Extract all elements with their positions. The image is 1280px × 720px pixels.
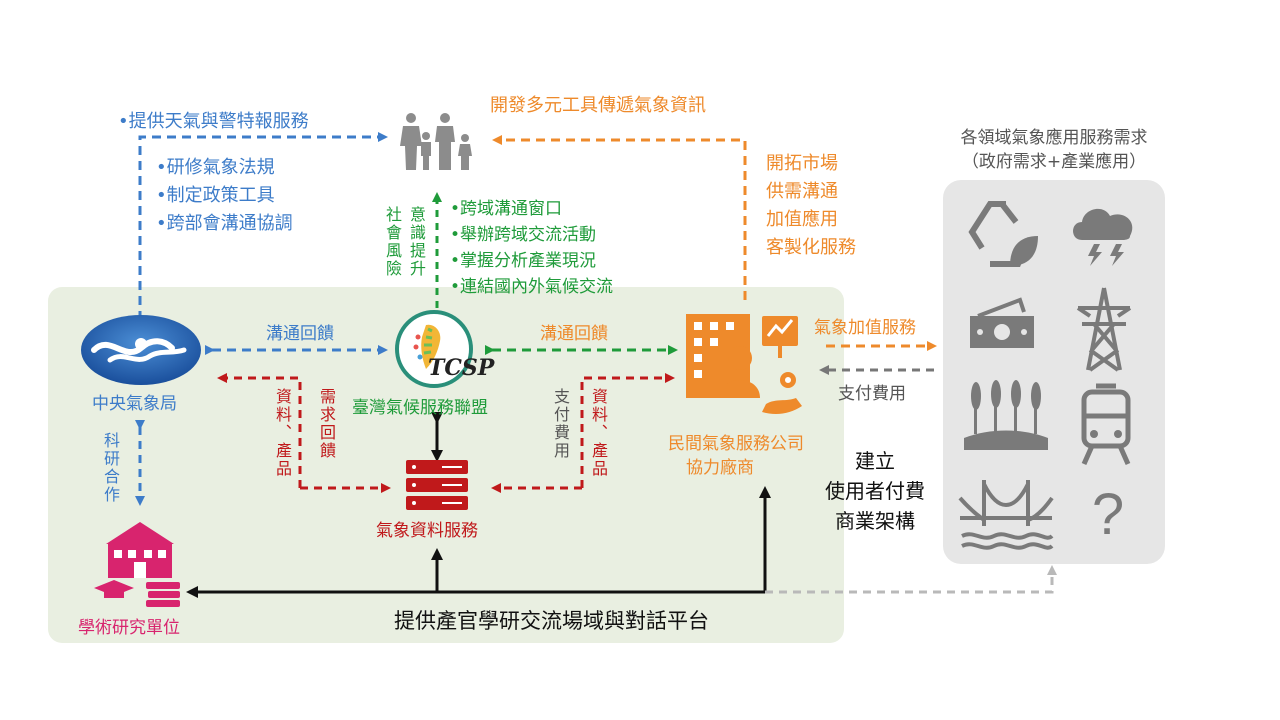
alliance-task-item: •跨域溝通窗口 bbox=[450, 199, 563, 219]
alliance-task-item: •掌握分析產業現況 bbox=[450, 251, 597, 271]
wheat-icon bbox=[960, 376, 1052, 456]
tcsp-logo-text: TCSP bbox=[428, 355, 495, 381]
alliance-task-item: •舉辦跨域交流活動 bbox=[450, 225, 597, 245]
data-products-right-label: 資料、產品 bbox=[589, 388, 608, 478]
market-item: 加值應用 bbox=[766, 209, 838, 230]
demand-feedback-label: 需求回饋 bbox=[317, 388, 336, 460]
school-icon bbox=[94, 522, 180, 607]
market-item: 客製化服務 bbox=[766, 237, 856, 258]
data-service-label: 氣象資料服務 bbox=[376, 521, 478, 541]
market-item: 開拓市場 bbox=[766, 153, 838, 174]
cwb-label: 中央氣象局 bbox=[92, 394, 177, 414]
feedback-left-label: 溝通回饋 bbox=[266, 324, 334, 344]
social-label-col2: 意識提升 bbox=[407, 206, 426, 278]
bridge-icon bbox=[958, 474, 1054, 554]
sector-demand-subtitle: （政府需求+產業應用） bbox=[961, 152, 1147, 172]
academic-label: 學術研究單位 bbox=[78, 618, 180, 638]
data-products-left-label: 資料、產品 bbox=[273, 388, 292, 478]
recycle-leaf-icon bbox=[962, 196, 1042, 276]
server-icon bbox=[406, 460, 468, 510]
user-pay-block: 建立 使用者付費 商業架構 bbox=[800, 446, 950, 536]
company-icon bbox=[686, 314, 802, 414]
regulation-item: •制定政策工具 bbox=[156, 185, 275, 206]
alliance-task-list: •跨域溝通窗口 •舉辦跨域交流活動 •掌握分析產業現況 •連結國內外氣候交流 bbox=[450, 196, 613, 300]
social-label-col1: 社會風險 bbox=[383, 206, 402, 278]
storm-cloud-icon bbox=[1064, 196, 1144, 276]
private-company-label: 民間氣象服務公司 bbox=[668, 434, 804, 454]
market-list: 開拓市場 供需溝通 加值應用 客製化服務 bbox=[766, 150, 856, 262]
train-icon bbox=[1074, 382, 1138, 468]
power-tower-icon bbox=[1064, 284, 1144, 374]
money-icon bbox=[962, 290, 1042, 370]
user-pay-line: 使用者付費 bbox=[825, 479, 925, 503]
regulation-item: •研修氣象法規 bbox=[156, 157, 275, 178]
regulation-item: •跨部會溝通協調 bbox=[156, 213, 293, 234]
platform-label: 提供產官學研交流場域與對話平台 bbox=[394, 609, 709, 633]
question-icon: ? bbox=[1091, 482, 1125, 547]
tcsp-logo-icon: TCSP bbox=[394, 307, 494, 391]
family-icon bbox=[400, 113, 472, 170]
pay-fee-label: 支付費用 bbox=[838, 384, 906, 404]
tcsp-label: 臺灣氣候服務聯盟 bbox=[352, 398, 488, 418]
alliance-task-item: •連結國內外氣候交流 bbox=[450, 277, 614, 297]
research-coop-label: 科研合作 bbox=[101, 432, 120, 504]
cwb-logo-icon bbox=[81, 315, 201, 385]
partner-label: 協力廠商 bbox=[686, 458, 754, 478]
weather-service-label: •提供天氣與警特報服務 bbox=[118, 111, 309, 132]
develop-tools-label: 開發多元工具傳遞氣象資訊 bbox=[490, 95, 706, 116]
user-pay-line: 商業架構 bbox=[835, 509, 915, 533]
regulation-list: •研修氣象法規 •制定政策工具 •跨部會溝通協調 bbox=[156, 154, 293, 238]
pay-fee-vertical-label: 支付費用 bbox=[551, 388, 570, 460]
sector-demand-title: 各領域氣象應用服務需求 bbox=[960, 128, 1148, 148]
market-item: 供需溝通 bbox=[766, 181, 838, 202]
user-pay-line: 建立 bbox=[855, 449, 895, 473]
value-added-label: 氣象加值服務 bbox=[814, 318, 916, 338]
feedback-right-label: 溝通回饋 bbox=[540, 324, 608, 344]
